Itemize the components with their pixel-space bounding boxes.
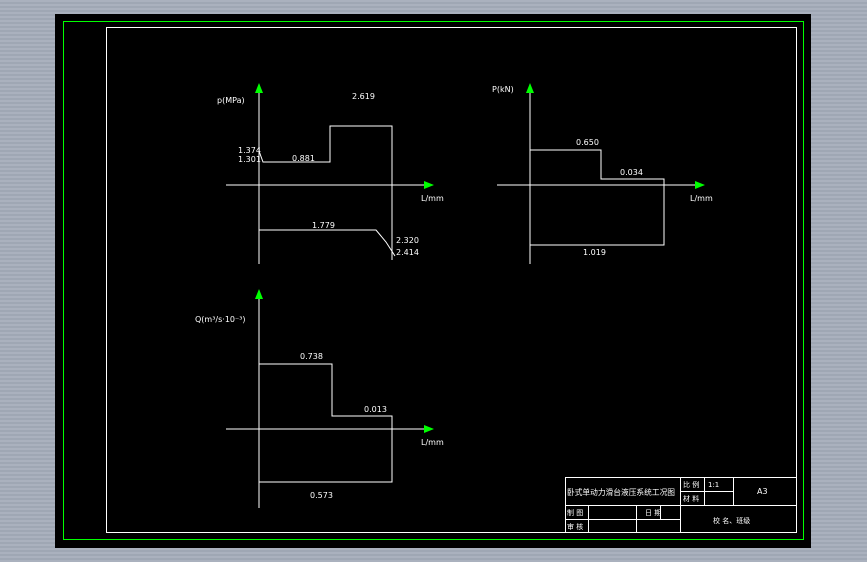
flow-lower-value: 0.573 (310, 491, 333, 500)
outer-green-border (63, 21, 804, 540)
pressure-left-high-value: 1.374 (238, 146, 261, 155)
pressure-upper-curve (258, 125, 393, 260)
pressure-y-label: p(MPa) (217, 96, 245, 105)
title-block-date-label: 日 期 (645, 509, 661, 517)
inner-white-border (106, 27, 797, 533)
flow-upper-curve (259, 363, 393, 429)
force-upper-left-value: 0.650 (576, 138, 599, 147)
flow-x-label: L/mm (421, 438, 444, 447)
pressure-step-value: 0.881 (292, 154, 315, 163)
flow-y-label: Q(m³/s·10⁻³) (195, 315, 246, 324)
pressure-right-a-value: 2.320 (396, 236, 419, 245)
pressure-right-b-value: 2.414 (396, 248, 419, 257)
title-block-scale-value: 1:1 (708, 481, 719, 489)
title-block-checked-label: 审 核 (567, 522, 583, 531)
pressure-peak-value: 2.619 (352, 92, 375, 101)
pressure-lower-curve (259, 229, 396, 257)
force-lower-curve (530, 185, 665, 246)
title-block-drawn-label: 制 图 (567, 508, 583, 517)
flow-upper-left-value: 0.738 (300, 352, 323, 361)
pressure-plot (226, 83, 434, 264)
force-upper-right-value: 0.034 (620, 168, 643, 177)
force-plot (497, 83, 705, 264)
pressure-x-label: L/mm (421, 194, 444, 203)
pressure-left-low-value: 1.301 (238, 155, 261, 164)
flow-upper-right-value: 0.013 (364, 405, 387, 414)
title-block-school: 校 名、班级 (713, 516, 750, 525)
drawing-sheet (55, 14, 811, 548)
force-y-label: P(kN) (492, 85, 514, 94)
title-block-title: 卧式单动力滑台液压系统工况图 (567, 487, 675, 497)
force-lower-value: 1.019 (583, 248, 606, 257)
force-x-label: L/mm (690, 194, 713, 203)
title-block (565, 477, 797, 533)
force-upper-curve (530, 149, 665, 185)
flow-plot (226, 289, 434, 508)
title-block-scale-label: 比 例 (683, 480, 699, 489)
flow-lower-curve (259, 429, 393, 483)
title-block-sheet-size: A3 (757, 487, 768, 496)
title-block-material-label: 材 料 (683, 494, 699, 503)
pressure-lower-value: 1.779 (312, 221, 335, 230)
